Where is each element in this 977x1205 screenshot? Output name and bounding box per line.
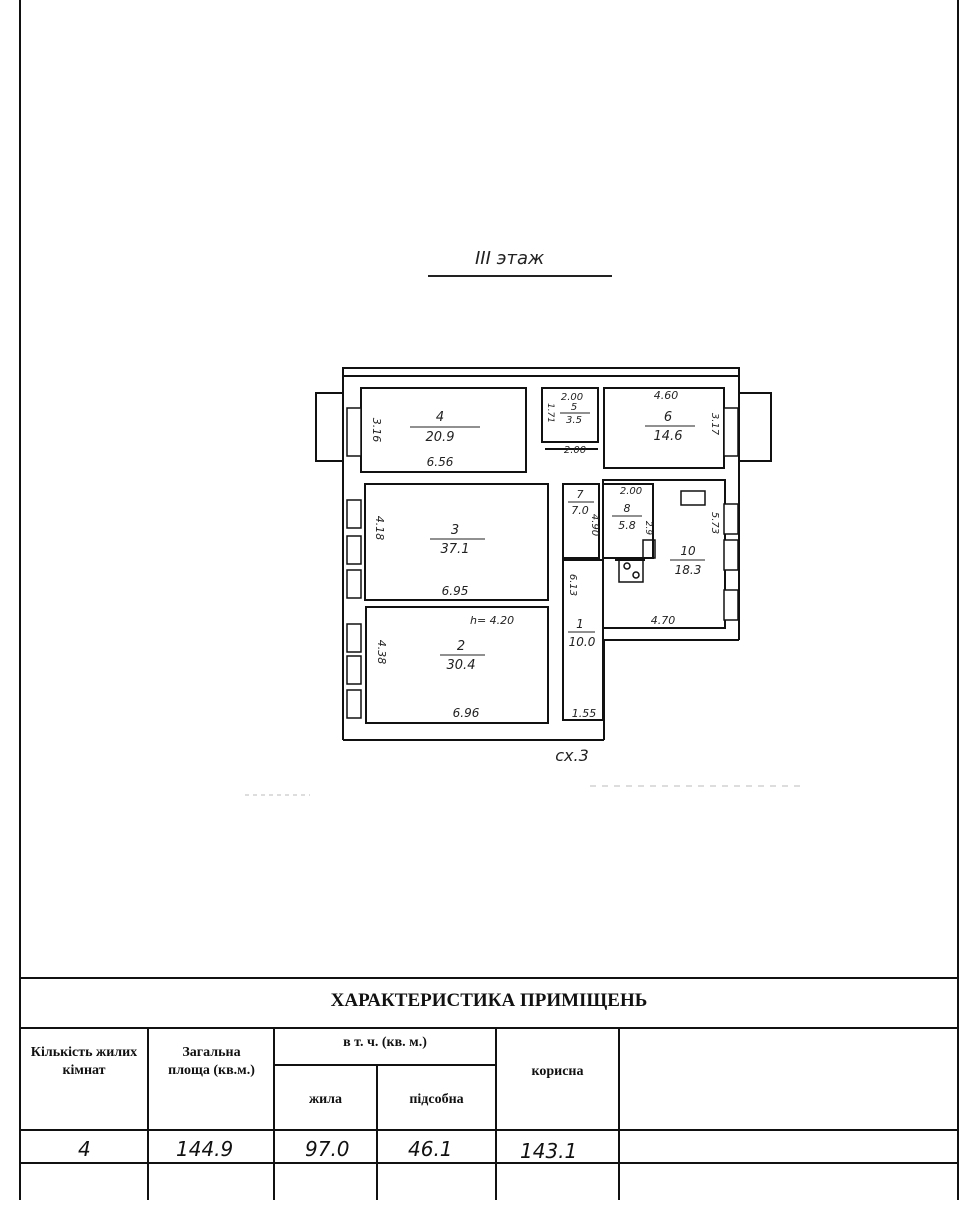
value-living: 97.0 <box>305 1137 350 1161</box>
room-8-area: 5.8 <box>618 519 636 532</box>
section-label: сх.3 <box>555 746 589 765</box>
characteristics-table-grid <box>20 977 958 1200</box>
building-walls <box>315 367 772 741</box>
kitchen-fixtures <box>618 490 706 583</box>
header-auxiliary: підсобна <box>409 1092 464 1107</box>
room-5-number: 5 <box>571 402 577 413</box>
room-3-number: 3 <box>451 523 459 538</box>
room-4-number: 4 <box>436 410 444 425</box>
room-10-height: 5.73 <box>709 512 720 534</box>
table-title: ХАРАКТЕРИСТИКА ПРИМІЩЕНЬ <box>330 990 648 1011</box>
room-3-area: 37.1 <box>441 542 470 557</box>
room-4-width: 6.56 <box>427 455 454 469</box>
room-2-width: 6.96 <box>453 706 480 720</box>
room-8-number: 8 <box>624 502 631 515</box>
header-incl: в т. ч. (кв. м.) <box>343 1035 427 1050</box>
room-2-height: 4.38 <box>375 640 388 665</box>
room-10-area: 18.3 <box>675 563 702 577</box>
room-1-number: 1 <box>576 617 584 631</box>
value-rooms-count: 4 <box>78 1137 91 1161</box>
room-1-area: 10.0 <box>569 635 596 649</box>
room-6-width: 4.60 <box>654 389 679 402</box>
room-3-width: 6.95 <box>442 584 469 598</box>
room-5-area: 3.5 <box>566 415 582 426</box>
value-useful: 143.1 <box>520 1139 578 1163</box>
room-6-area: 14.6 <box>654 429 683 444</box>
room-3-height: 4.18 <box>373 516 386 541</box>
room-4-area: 20.9 <box>426 430 455 445</box>
room-10-width: 4.70 <box>651 614 676 627</box>
room-7-width: 2.00 <box>564 445 586 456</box>
room-9-width: 2.00 <box>620 486 642 497</box>
value-auxiliary: 46.1 <box>408 1137 453 1161</box>
room-5-width: 2.00 <box>561 392 583 403</box>
room-labels: 4 20.9 6.56 3.16 3 37.1 6.95 4.18 h= 4.2… <box>370 389 720 720</box>
room-5-height: 1.71 <box>545 403 555 423</box>
value-total-area: 144.9 <box>176 1137 234 1161</box>
room-2-number: 2 <box>457 639 465 654</box>
windows-right <box>723 407 739 621</box>
header-living: жила <box>308 1092 343 1107</box>
room-4-height: 3.16 <box>370 418 383 443</box>
floor-label: III этаж <box>475 248 545 269</box>
header-total-area: Загальна площа (кв.м.) <box>168 1045 255 1078</box>
room-2-area: 30.4 <box>447 658 476 673</box>
room-7-number: 7 <box>577 488 584 501</box>
room-10-number: 10 <box>680 544 696 558</box>
header-rooms-count: Кількість жилих кімнат <box>30 1045 138 1078</box>
header-useful: корисна <box>531 1064 584 1079</box>
room-7-area: 7.0 <box>571 504 589 517</box>
windows-left <box>346 407 362 719</box>
room-8-height: 2.9 <box>643 521 653 536</box>
room-1-width: 1.55 <box>572 707 597 720</box>
room-7-height: 4.90 <box>589 514 600 536</box>
room-6-number: 6 <box>664 410 672 425</box>
room-6-height: 3.17 <box>709 413 720 436</box>
room-1-height: 6.13 <box>567 574 578 596</box>
ceiling-height: h= 4.20 <box>470 614 514 627</box>
